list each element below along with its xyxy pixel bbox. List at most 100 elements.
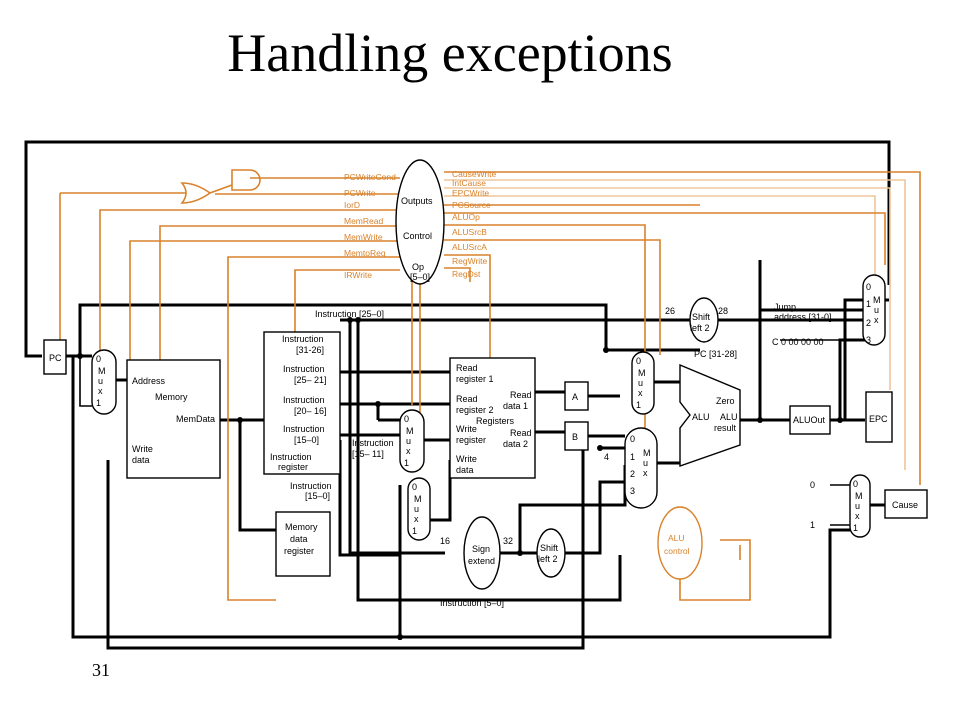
memdata-label: MemData xyxy=(176,414,215,424)
alu-control xyxy=(657,506,703,580)
signal-pcwrite: PCWrite xyxy=(344,188,376,198)
readdata1-label2: data 1 xyxy=(503,401,528,411)
signal-causewrite: CauseWrite xyxy=(452,169,497,179)
mux-memtoreg-in0: 0 xyxy=(412,482,417,492)
register-a xyxy=(564,381,589,411)
constant-four: 4 xyxy=(604,452,609,462)
mux-pcsource-in0: 0 xyxy=(866,282,871,292)
readdata2-label2: data 2 xyxy=(503,439,528,449)
shift-left-top-label2: left 2 xyxy=(690,323,710,333)
ins-1511-label: Instruction xyxy=(352,438,394,448)
mux-alusrca-m: M xyxy=(638,368,646,378)
signal-alusrcb: ALUSrcB xyxy=(452,227,487,237)
signal-irwrite: IRWrite xyxy=(344,270,372,280)
slide-number: 31 xyxy=(92,660,110,680)
ins-2016-label: Instruction xyxy=(283,395,325,405)
epc-label: EPC xyxy=(869,414,888,424)
signal-alusrca: ALUSrcA xyxy=(452,242,487,252)
instruction-register xyxy=(263,331,341,475)
mux-iord-m: M xyxy=(98,366,106,376)
readdata2-label: Read xyxy=(510,428,532,438)
ins-2016-bits: [20– 16] xyxy=(294,406,327,416)
mux-regdst-u: u xyxy=(406,436,411,446)
signal-epcwrite: EPCWrite xyxy=(452,188,489,198)
mux-alusrcb-u: u xyxy=(643,458,648,468)
mux-regdst xyxy=(399,409,425,473)
readreg2-label: Read xyxy=(456,394,478,404)
mux-intcause-m: M xyxy=(855,491,863,501)
constant-c-label: C 0 00 00 00 xyxy=(772,337,824,347)
mux-intcause-x: x xyxy=(855,511,860,521)
mux-alusrca xyxy=(631,351,655,415)
alu-label: ALU xyxy=(692,412,710,422)
sign-extend xyxy=(463,516,501,590)
slide-title: Handling exceptions xyxy=(227,23,673,83)
mux-pcsource-m: M xyxy=(873,295,881,305)
cause-constant-1: 1 xyxy=(810,520,815,530)
alu xyxy=(679,363,741,467)
mdr-label3: register xyxy=(284,546,314,556)
ins-150-label: Instruction xyxy=(283,424,325,434)
mux-pcsource-u: u xyxy=(874,305,879,315)
mux-intcause-in0: 0 xyxy=(853,479,858,489)
mux-iord xyxy=(91,349,117,415)
mux-intcause-in1: 1 xyxy=(853,523,858,533)
memory-data-register xyxy=(275,511,331,577)
alu-result-label: ALU xyxy=(720,412,738,422)
signal-aluop: ALUOp xyxy=(452,212,480,222)
ins-2521-label: Instruction xyxy=(283,364,325,374)
mux-regdst-m: M xyxy=(406,426,414,436)
jump-address-label: address [31-0] xyxy=(774,312,832,322)
alu-control-label2: control xyxy=(664,546,690,556)
memory-unit xyxy=(126,359,221,479)
aluout-register xyxy=(789,405,831,435)
signal-memwrite: MemWrite xyxy=(344,232,383,242)
signal-memread: MemRead xyxy=(344,216,383,226)
writereg-label: Write xyxy=(456,424,477,434)
cause-register xyxy=(884,489,928,519)
writereg-label2: register xyxy=(456,435,486,445)
ins-3126-bits: [31-26] xyxy=(296,345,324,355)
cause-constant-0: 0 xyxy=(810,480,815,490)
sign-extend-label: Sign xyxy=(472,544,490,554)
shift-left-top-label: Shift xyxy=(692,312,711,322)
mux-pcsource-x: x xyxy=(874,315,879,325)
register-a-label: A xyxy=(572,392,578,402)
ins-2521-bits: [25– 21] xyxy=(294,375,327,385)
signal-regwrite: RegWrite xyxy=(452,256,488,266)
mux-alusrcb-in0: 0 xyxy=(630,434,635,444)
ins-150-bits: [15–0] xyxy=(294,435,319,445)
signal-memtoreg: MemtoReg xyxy=(344,248,386,258)
mux-alusrca-x: x xyxy=(638,388,643,398)
control-op-bits: [5–0] xyxy=(410,272,430,282)
mux-regdst-in0: 0 xyxy=(404,414,409,424)
control-op-label: Op xyxy=(412,262,424,272)
mux-memtoreg-m: M xyxy=(414,494,422,504)
ins-250-label: Instruction [25–0] xyxy=(315,309,384,319)
mux-alusrca-in1: 1 xyxy=(636,400,641,410)
mux-alusrcb-x: x xyxy=(643,468,648,478)
mux-alusrcb-in1: 1 xyxy=(630,452,635,462)
width-32: 32 xyxy=(503,536,513,546)
mux-intcause xyxy=(849,474,871,538)
mux-pcsource xyxy=(862,274,886,346)
mux-regdst-x: x xyxy=(406,446,411,456)
shift-left-label: Shift xyxy=(540,543,559,553)
memory-write-label: Write xyxy=(132,444,153,454)
ins-register-label2: register xyxy=(278,462,308,472)
mux-iord-x: x xyxy=(98,386,103,396)
or-gate xyxy=(180,182,212,204)
register-file xyxy=(449,357,536,479)
mux-pcsource-in1: 1 xyxy=(866,299,871,309)
and-gate xyxy=(231,169,261,191)
mux-intcause-u: u xyxy=(855,501,860,511)
mux-regdst-in1: 1 xyxy=(404,458,409,468)
signal-pcsource: PCSource xyxy=(452,200,491,210)
junction-dots xyxy=(77,317,843,640)
mux-memtoreg-x: x xyxy=(414,514,419,524)
mux-iord-in1: 1 xyxy=(96,398,101,408)
pc-register xyxy=(43,339,67,375)
register-b xyxy=(564,421,589,451)
mdr-label1: Memory xyxy=(285,522,318,532)
